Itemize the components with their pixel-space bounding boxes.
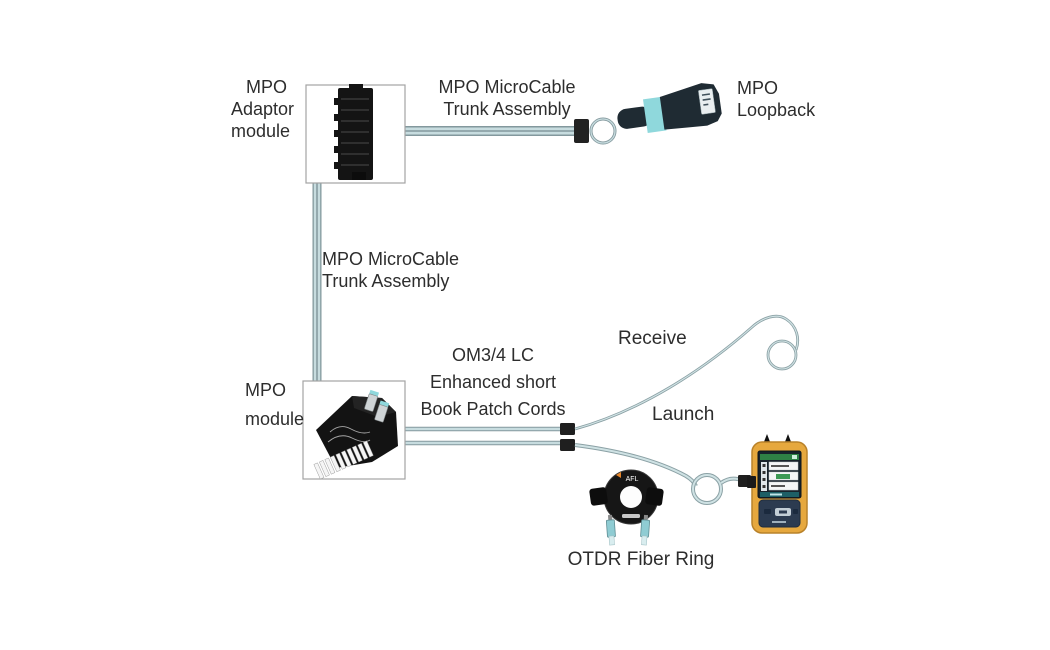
mpo-loopback-connector [617,83,722,134]
label-line: Trunk Assembly [443,99,571,119]
label-line: MPO MicroCable [438,77,576,97]
afl-logo-mark [616,472,621,478]
label-mpo-module: MPO module [245,379,304,430]
label-line: OM3/4 LC [451,345,535,365]
patch-connector-lower [560,439,575,451]
ring-strap-right [645,487,664,506]
otdr-handheld-tester [747,434,808,534]
label-trunk-assembly-vertical: MPO MicroCable Trunk Assembly [322,248,459,292]
label-line: Loopback [737,100,816,120]
label-line: Adaptor [231,99,295,119]
label-mpo-adaptor-module: MPO Adaptor module [231,76,294,142]
mpo-adaptor-module-photo [334,84,373,180]
otdr-fiber-ring-spool: AFL [589,469,664,546]
mpo-pigtail-connectors [364,389,390,423]
label-line: MPO [246,77,288,97]
label-line: Book Patch Cords [420,399,566,419]
ring-brand-text: AFL [626,476,639,483]
patch-connector-upper [560,423,575,435]
trunk-end-connector [574,119,589,143]
label-line: Trunk Assembly [322,271,450,291]
label-line: MPO MicroCable [322,249,460,269]
label-line: module [231,121,291,141]
mpo-module-cassette-photo [313,389,398,480]
ring-strap-left [589,487,608,506]
label-line: Enhanced short [429,372,557,392]
label-mpo-loopback: MPO Loopback [737,77,815,121]
label-trunk-assembly-top: MPO MicroCable Trunk Assembly [418,76,596,120]
receive-fiber [574,314,800,431]
label-patch-cords: OM3/4 LC Enhanced short Book Patch Cords [402,342,584,423]
label-otdr-fiber-ring: OTDR Fiber Ring [567,549,715,570]
trunk-end-loop [589,117,617,145]
label-line: module [245,409,305,429]
otdr-side-port [747,476,756,488]
ring-connector-left [605,514,616,546]
lc-connector-row [313,440,374,480]
label-receive: Receive [618,328,687,349]
label-launch: Launch [652,404,715,425]
ring-connector-right [640,514,651,546]
label-line: MPO [245,380,287,400]
label-line: MPO [737,78,779,98]
